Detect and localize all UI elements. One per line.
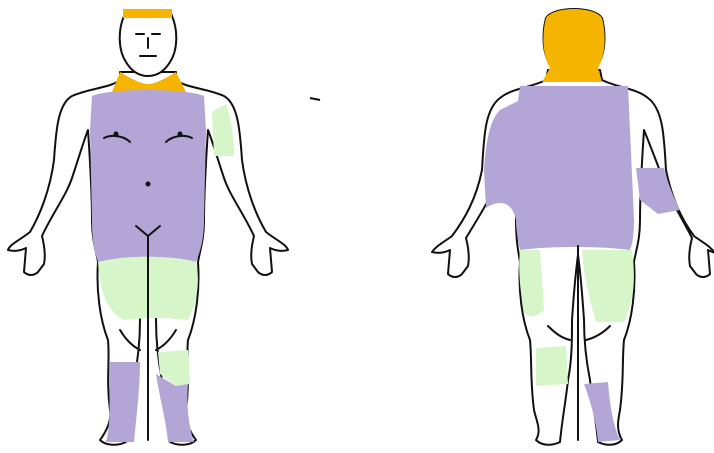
back-left-calf-green <box>536 346 568 386</box>
back-head-orange <box>542 9 605 82</box>
back-torso-purple <box>514 86 634 250</box>
front-navel <box>147 183 150 186</box>
front-head-top-orange <box>123 9 172 18</box>
front-nipple-left <box>115 133 118 136</box>
front-left-shin-purple <box>106 362 140 442</box>
front-nipple-right <box>179 133 182 136</box>
